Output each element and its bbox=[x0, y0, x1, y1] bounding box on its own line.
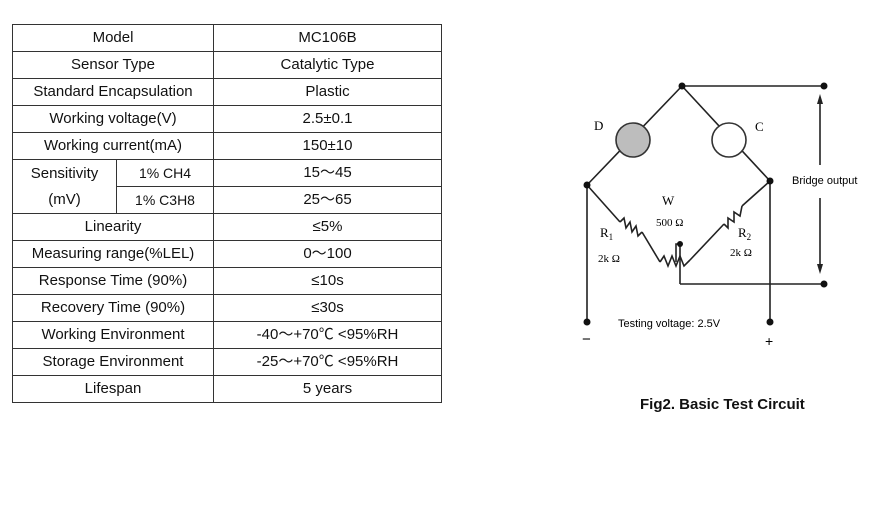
table-row: Model MC106B bbox=[11, 24, 443, 52]
cell-label: Recovery Time (90%) bbox=[11, 294, 215, 322]
cell-value: MC106B bbox=[213, 24, 443, 52]
resistor-r1 bbox=[619, 216, 643, 238]
cell-value: ≤10s bbox=[213, 267, 443, 295]
label-r2: R2 bbox=[738, 225, 751, 242]
terminal bbox=[820, 280, 828, 288]
junction bbox=[677, 241, 683, 247]
table-row: Working voltage(V) 2.5±0.1 bbox=[11, 105, 443, 133]
cell-label: Response Time (90%) bbox=[11, 267, 215, 295]
cell-value: Plastic bbox=[213, 78, 443, 106]
table-row: Storage Environment -25～+70℃ <95%RH bbox=[11, 348, 443, 376]
label-plus: + bbox=[765, 333, 773, 349]
wire bbox=[641, 231, 661, 263]
terminal bbox=[820, 82, 828, 90]
cell-value: 2.5±0.1 bbox=[213, 105, 443, 133]
cell-label: Model bbox=[11, 24, 215, 52]
cell-label: Measuring range(%LEL) bbox=[11, 240, 215, 268]
wire bbox=[741, 180, 771, 207]
cell-value: 5 years bbox=[213, 375, 443, 403]
cell-value: -25～+70℃ <95%RH bbox=[213, 348, 443, 376]
cell-label: Linearity bbox=[11, 213, 215, 241]
terminal-minus bbox=[583, 318, 591, 326]
cell-label: Working current(mA) bbox=[11, 132, 215, 160]
cell-label: Working Environment bbox=[11, 321, 215, 349]
cell-sublabel: 1% C3H8 bbox=[115, 186, 215, 214]
arrow-head-down bbox=[817, 264, 823, 274]
wire bbox=[586, 184, 621, 223]
label-d: D bbox=[594, 118, 603, 133]
cell-value: -40～+70℃ <95%RH bbox=[213, 321, 443, 349]
label-bridge-output: Bridge output bbox=[792, 175, 857, 187]
cell-value: 15～45 bbox=[213, 159, 443, 187]
table-row: Recovery Time (90%) ≤30s bbox=[11, 294, 443, 322]
value-r2: 2k Ω bbox=[730, 247, 752, 259]
cell-value: Catalytic Type bbox=[213, 51, 443, 79]
table-row: Sensitivity (mV) 1% CH4 15～45 bbox=[12, 159, 443, 214]
terminal-plus bbox=[766, 318, 774, 326]
label-w: W bbox=[662, 193, 675, 208]
sensor-d bbox=[615, 122, 651, 158]
table-row: Working Environment -40～+70℃ <95%RH bbox=[11, 321, 443, 349]
junction bbox=[678, 82, 686, 90]
table-row: Linearity ≤5% bbox=[11, 213, 443, 241]
table-row: Lifespan 5 years bbox=[11, 375, 443, 403]
label-r1: R1 bbox=[600, 225, 613, 242]
resistor-r2 bbox=[723, 205, 743, 230]
table-row: Response Time (90%) ≤10s bbox=[11, 267, 443, 295]
cell-label: Sensor Type bbox=[11, 51, 215, 79]
cell-sublabel: 1% CH4 bbox=[115, 159, 215, 187]
cell-label: Lifespan bbox=[11, 375, 215, 403]
label-testing-voltage: Testing voltage: 2.5V bbox=[618, 318, 721, 330]
table-row: 1% C3H8 25～65 bbox=[13, 186, 443, 214]
cell-value: 0～100 bbox=[213, 240, 443, 268]
table-row: Sensor Type Catalytic Type bbox=[11, 51, 443, 79]
cell-value: 25～65 bbox=[213, 186, 443, 214]
wire bbox=[689, 223, 725, 261]
label-c: C bbox=[755, 119, 764, 134]
junction bbox=[583, 181, 591, 189]
figure-caption: Fig2. Basic Test Circuit bbox=[640, 396, 805, 413]
test-circuit-diagram: D C W 500 Ω R1 2k Ω R2 2k Ω Bridge outpu… bbox=[582, 82, 857, 349]
cell-value: 150±10 bbox=[213, 132, 443, 160]
table-row: Measuring range(%LEL) 0～100 bbox=[11, 240, 443, 268]
table-row: Working current(mA) 150±10 bbox=[11, 132, 443, 160]
spec-table: Model MC106B Sensor Type Catalytic Type … bbox=[11, 24, 443, 403]
cell-label: Working voltage(V) bbox=[11, 105, 215, 133]
table-row: Standard Encapsulation Plastic bbox=[11, 78, 443, 106]
sensitivity-label: Sensitivity bbox=[30, 164, 99, 182]
cell-value: ≤30s bbox=[213, 294, 443, 322]
potentiometer-w bbox=[659, 253, 691, 269]
value-w: 500 Ω bbox=[656, 217, 683, 229]
cell-label: Standard Encapsulation bbox=[11, 78, 215, 106]
cell-value: ≤5% bbox=[213, 213, 443, 241]
value-r1: 2k Ω bbox=[598, 253, 620, 265]
sensor-c bbox=[711, 122, 747, 158]
arrow-head-up bbox=[817, 94, 823, 104]
label-minus: − bbox=[582, 331, 591, 348]
junction bbox=[766, 177, 774, 185]
cell-label: Storage Environment bbox=[11, 348, 215, 376]
sensitivity-unit: (mV) bbox=[48, 190, 81, 208]
sensitivity-label-cell: Sensitivity (mV) bbox=[12, 159, 117, 214]
